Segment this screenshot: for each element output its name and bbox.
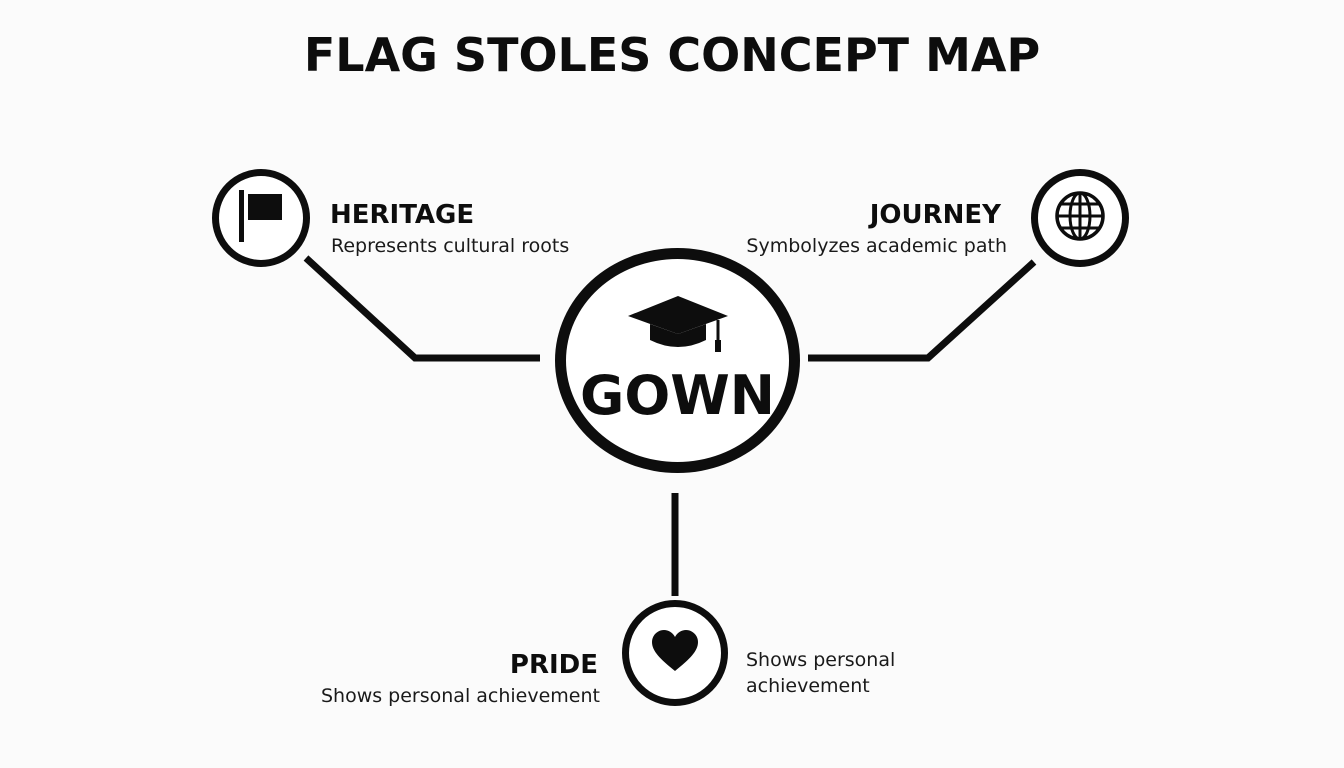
- heart-icon: [650, 629, 700, 677]
- pride-side-description: Shows personal achievement: [746, 649, 896, 697]
- connector-heritage: [303, 255, 540, 362]
- node-pride: [622, 600, 728, 706]
- heritage-title: HERITAGE: [330, 200, 475, 230]
- pride-description: Shows personal achievement: [320, 685, 600, 707]
- pride-title: PRIDE: [509, 650, 598, 680]
- node-journey: [1031, 169, 1129, 267]
- center-label: GOWN: [580, 364, 775, 427]
- connector-journey: [808, 259, 1037, 362]
- center-node-gown: GOWN: [555, 248, 800, 473]
- journey-description: Symbolyzes academic path: [746, 235, 1007, 257]
- globe-icon: [1053, 189, 1107, 247]
- flag-icon: [237, 188, 285, 248]
- page-title: FLAG STOLES CONCEPT MAP: [303, 28, 1041, 82]
- heritage-description: Represents cultural roots: [331, 235, 570, 257]
- node-heritage: [212, 169, 310, 267]
- graduation-cap-icon: [626, 294, 730, 362]
- journey-title: JOURNEY: [869, 200, 1001, 230]
